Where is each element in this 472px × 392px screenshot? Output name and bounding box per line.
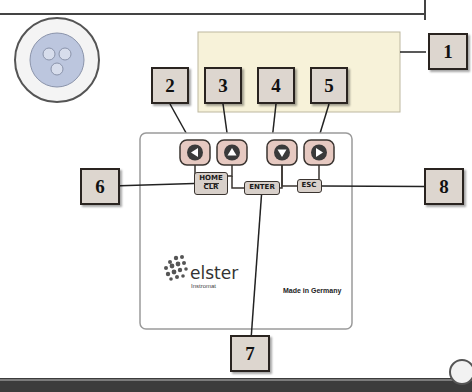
brand-logo-text: elster <box>190 263 238 283</box>
callout-number: 7 <box>230 335 270 372</box>
key-label: ENTER <box>244 181 280 195</box>
leader-line <box>120 184 194 186</box>
callout-number: 8 <box>424 168 464 205</box>
callout-number: 6 <box>80 168 120 205</box>
housing-edge <box>424 0 426 20</box>
socket-ring <box>15 18 99 102</box>
callout-number: 4 <box>257 67 295 104</box>
housing-bottom <box>0 380 472 381</box>
origin-note: Made in Germany <box>283 287 341 294</box>
callout-number: 1 <box>428 33 468 70</box>
arrow-key-right <box>304 140 334 165</box>
brand-subtitle: Instromat <box>191 283 216 289</box>
leader-line <box>400 51 426 53</box>
key-text: HOME <box>199 175 223 183</box>
socket-pin <box>59 48 71 60</box>
display <box>198 32 400 112</box>
leader-line <box>322 186 425 187</box>
callout-text: 4 <box>271 75 281 97</box>
callout-number: 2 <box>151 67 189 104</box>
callout-text: 3 <box>218 75 228 97</box>
housing-edge <box>0 13 425 15</box>
housing-bottom <box>0 378 472 392</box>
knob <box>450 360 472 384</box>
callout-text: 7 <box>245 343 255 365</box>
keypad-panel <box>140 133 352 329</box>
key-text: ESC <box>302 182 317 190</box>
key-text: CLR <box>204 183 219 192</box>
callout-text: 2 <box>165 75 175 97</box>
arrow-key-down <box>267 140 297 165</box>
logo-dots <box>164 255 188 281</box>
arrow-key-left <box>180 140 210 165</box>
callout-number: 3 <box>204 67 242 104</box>
key-text: ENTER <box>249 184 275 192</box>
callout-text: 5 <box>324 75 334 97</box>
arrow-key-up <box>217 140 247 165</box>
key-label: ESC <box>297 179 322 193</box>
callout-text: 1 <box>443 41 453 63</box>
callout-number: 5 <box>310 67 348 104</box>
leader-line <box>251 195 261 335</box>
socket-face <box>30 33 84 87</box>
callout-text: 8 <box>439 176 449 198</box>
socket-pin <box>51 63 63 75</box>
key-label: HOMECLR <box>194 172 228 195</box>
callout-text: 6 <box>95 176 105 198</box>
socket-pin <box>43 48 55 60</box>
